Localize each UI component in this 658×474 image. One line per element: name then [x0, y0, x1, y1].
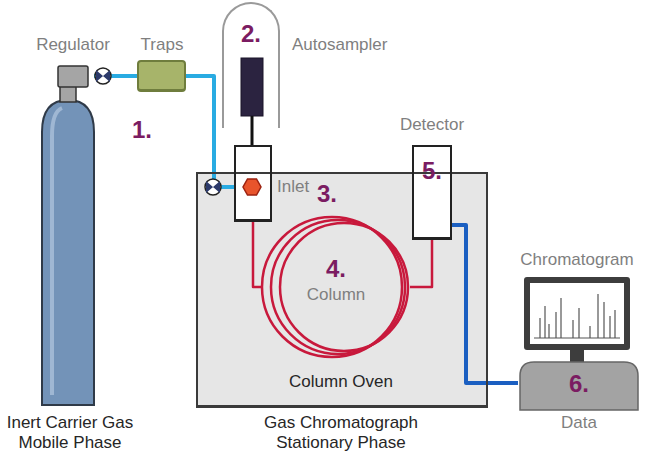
chromatogram-peak	[609, 316, 610, 338]
column-loop	[262, 217, 402, 357]
detector-fill	[412, 145, 452, 240]
monitor-stand	[570, 350, 584, 363]
inlet-box: Inlet3.	[234, 145, 272, 222]
part-label: Traps	[127, 35, 197, 55]
chromatogram-peak	[597, 294, 598, 338]
gas-valve	[95, 68, 111, 84]
chromatogram-peak	[603, 302, 604, 338]
part-label: Autosampler	[292, 35, 412, 55]
callout-number: 5.	[412, 157, 452, 186]
valve-body	[95, 68, 111, 84]
chromatogram-peaks	[534, 294, 620, 338]
detector-fill	[412, 145, 452, 240]
inlet-fill	[234, 145, 272, 222]
chromatogram-peak	[578, 308, 579, 338]
septum-hexagon	[243, 179, 261, 195]
callout-number: 2.	[231, 20, 271, 49]
chromatogram-peak	[589, 326, 590, 338]
valve-symbol	[206, 181, 220, 193]
gas-cylinder: Inert Carrier Gas Mobile Phase	[42, 62, 94, 405]
gas-cylinder	[42, 66, 94, 405]
sample-vial	[241, 58, 263, 116]
computer	[520, 277, 638, 410]
trap-box: Traps	[137, 60, 186, 92]
chromatogram-baseline	[534, 337, 620, 338]
part-label: Data	[549, 413, 609, 433]
column-loop	[271, 220, 405, 354]
chromatogram-peak	[614, 310, 615, 338]
autosampler: 2.Autosampler	[222, 2, 280, 128]
column-loop	[280, 223, 408, 351]
chromatogram-peak	[555, 312, 556, 338]
callout-number: 3.	[317, 180, 347, 209]
column-coil	[262, 217, 408, 357]
part-label: Regulator	[28, 35, 118, 55]
column-line	[253, 222, 262, 287]
inlet-valve	[205, 179, 221, 195]
caption-text: Gas Chromatograph Stationary Phase	[251, 413, 431, 454]
data-computer: Chromatogram6.Data	[518, 275, 640, 410]
autosampler-fill	[222, 2, 280, 128]
inlet-fill	[234, 145, 272, 222]
part-label: Detector	[392, 115, 472, 135]
regulator-body	[58, 66, 88, 87]
chromatogram-peak	[560, 298, 561, 338]
caption-text: Inert Carrier Gas Mobile Phase	[2, 413, 138, 454]
cylinder-body	[42, 100, 94, 405]
part-label: Column	[291, 285, 381, 305]
inlet-septum	[243, 179, 261, 195]
cylinder-highlight	[52, 108, 62, 395]
syringe-needle	[251, 116, 254, 128]
column-oven: Column OvenGas Chromatograph Stationary …	[196, 172, 488, 408]
chromatogram-peak	[572, 320, 573, 338]
chromatogram-peak	[548, 324, 549, 338]
part-label: Column Oven	[266, 372, 416, 392]
valve-symbol	[96, 70, 110, 82]
autosampler-housing	[222, 2, 280, 128]
gas-line	[186, 76, 234, 187]
chromatogram-peak	[544, 306, 545, 338]
computer-base	[520, 362, 638, 410]
syringe-needle	[251, 128, 254, 145]
callout-number: 6.	[549, 370, 609, 399]
regulator-neck	[60, 86, 76, 102]
callout-number: 4.	[306, 255, 366, 284]
detector-box: Detector5.	[412, 145, 452, 240]
data-cable	[452, 225, 518, 383]
monitor-screen	[530, 283, 624, 344]
column-coil: 4.Column	[262, 212, 410, 362]
valve-body	[205, 179, 221, 195]
part-label: Chromatogram	[512, 250, 642, 270]
part-label: Inlet	[277, 177, 317, 197]
monitor-frame	[524, 277, 630, 350]
column-line	[410, 240, 432, 287]
callout-number: 1.	[132, 116, 162, 145]
chromatogram-peak	[539, 318, 540, 338]
